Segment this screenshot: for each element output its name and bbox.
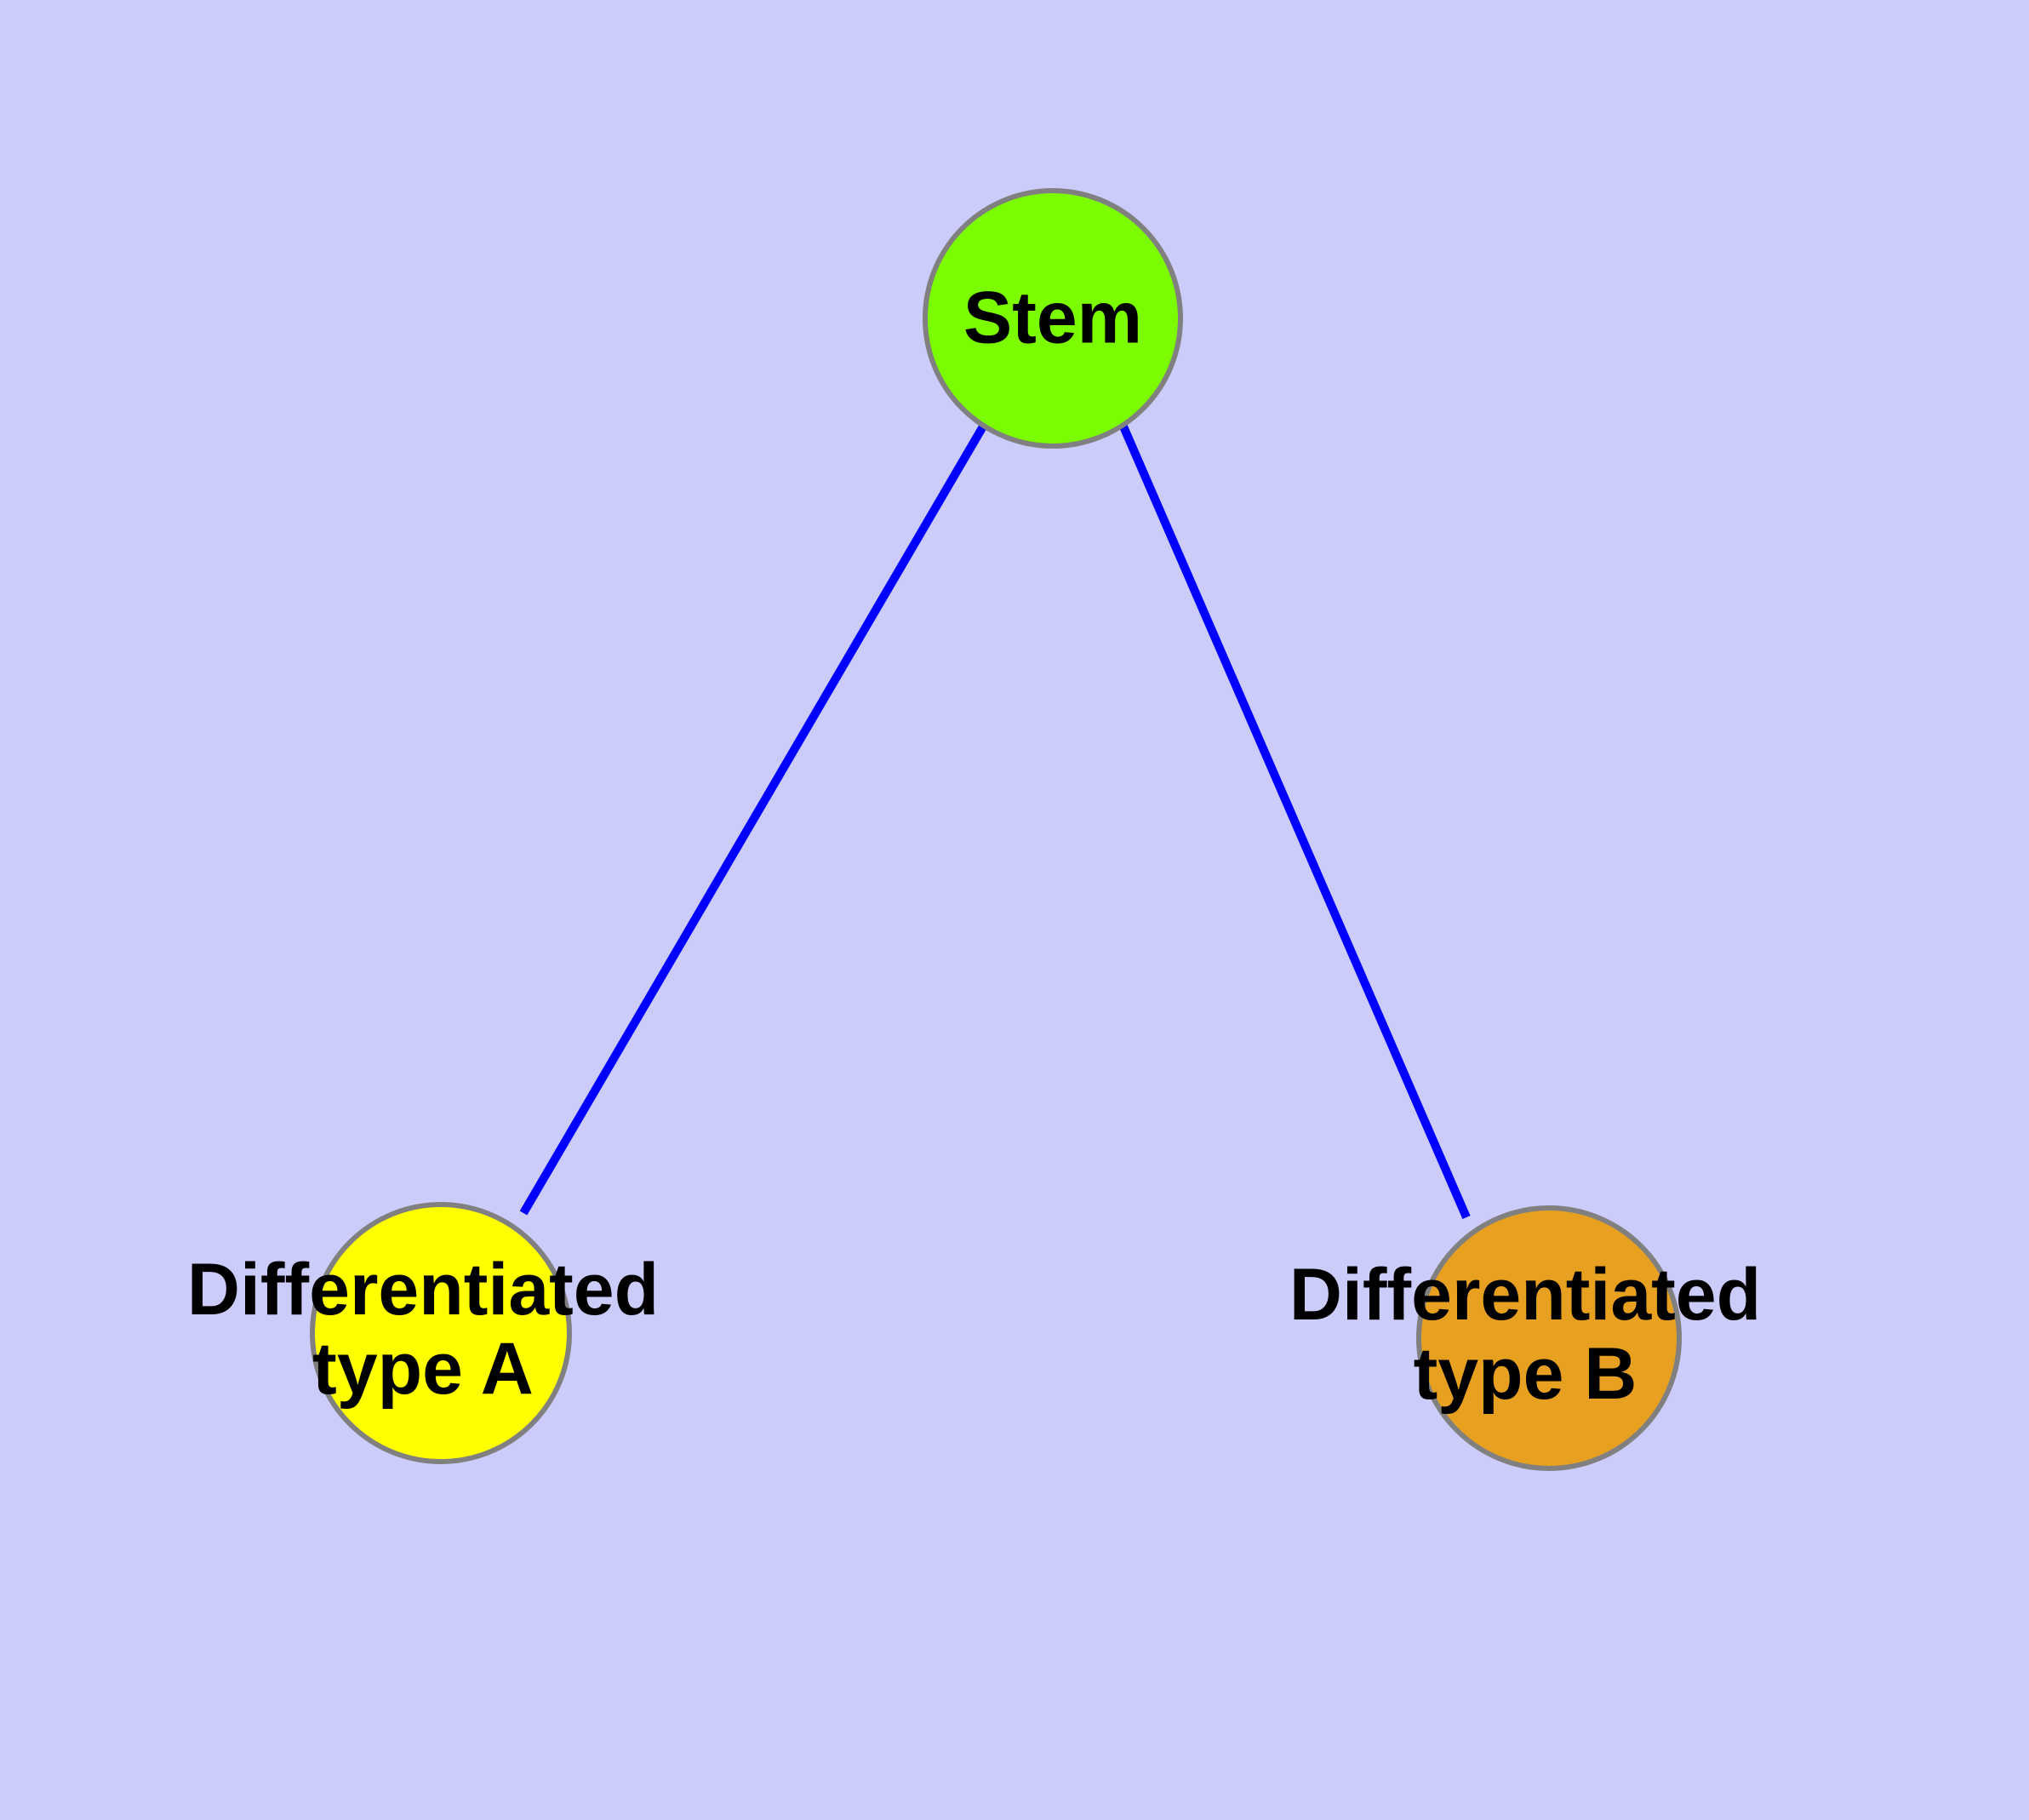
edge-stem-to-differentiated-type-a[interactable] bbox=[519, 424, 987, 1216]
node-differentiated-type-a[interactable] bbox=[310, 1202, 572, 1464]
node-differentiated-type-b[interactable] bbox=[1416, 1205, 1682, 1471]
node-stem[interactable] bbox=[923, 188, 1183, 449]
edge-layer bbox=[519, 424, 1471, 1219]
node-layer bbox=[310, 188, 1682, 1471]
edge-stem-to-differentiated-type-b[interactable] bbox=[1119, 425, 1471, 1219]
